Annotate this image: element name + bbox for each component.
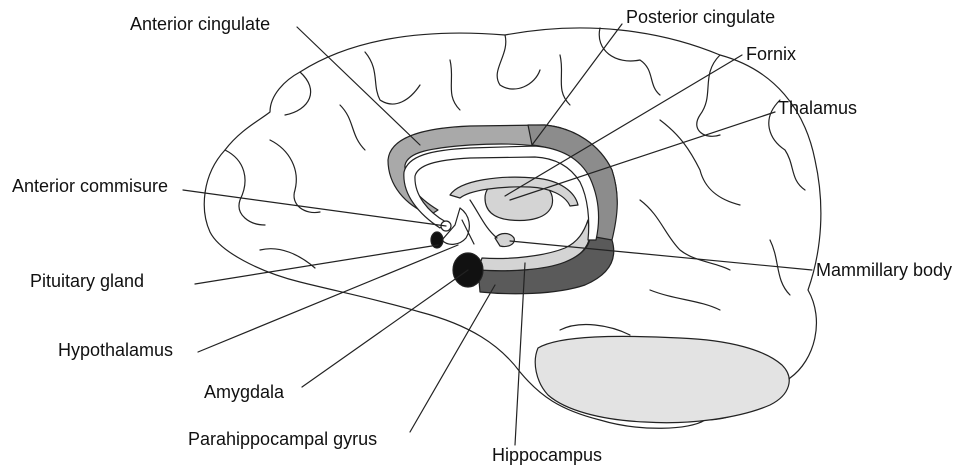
leader-posterior-cingulate xyxy=(532,24,622,145)
gyrus-line-7 xyxy=(270,140,320,213)
label-pituitary-gland: Pituitary gland xyxy=(30,272,144,290)
gyrus-line-10 xyxy=(340,105,365,150)
label-thalamus: Thalamus xyxy=(778,99,857,117)
label-hypothalamus: Hypothalamus xyxy=(58,341,173,359)
leader-hypothalamus xyxy=(198,245,458,352)
label-fornix: Fornix xyxy=(746,45,796,63)
gyrus-line-8 xyxy=(225,150,265,225)
gyrus-line-12 xyxy=(560,55,570,105)
label-anterior-cingulate: Anterior cingulate xyxy=(130,15,270,33)
gyrus-line-9 xyxy=(260,249,315,268)
gyrus-line-1 xyxy=(285,72,311,115)
label-posterior-cingulate: Posterior cingulate xyxy=(626,8,775,26)
label-anterior-commisure: Anterior commisure xyxy=(12,177,168,195)
gyrus-line-2 xyxy=(365,52,420,104)
gyrus-line-11 xyxy=(450,60,460,110)
mammillary-body xyxy=(495,234,514,247)
gyrus-line-5 xyxy=(697,55,720,136)
leader-parahippocampal xyxy=(410,285,495,432)
leader-anterior-cingulate xyxy=(297,27,420,145)
gyrus-line-17 xyxy=(560,325,630,335)
gyrus-line-15 xyxy=(650,290,720,310)
label-mammillary-body: Mammillary body xyxy=(816,261,952,279)
label-amygdala: Amygdala xyxy=(204,383,284,401)
label-parahippocampal-gyrus: Parahippocampal gyrus xyxy=(188,430,377,448)
cerebellum xyxy=(535,336,789,422)
leader-amygdala xyxy=(302,270,468,387)
gyrus-line-4 xyxy=(599,28,660,95)
leader-pituitary-gland xyxy=(195,245,438,284)
gyrus-line-14 xyxy=(640,200,730,270)
label-hippocampus: Hippocampus xyxy=(492,446,602,464)
gyrus-line-3 xyxy=(497,35,540,89)
